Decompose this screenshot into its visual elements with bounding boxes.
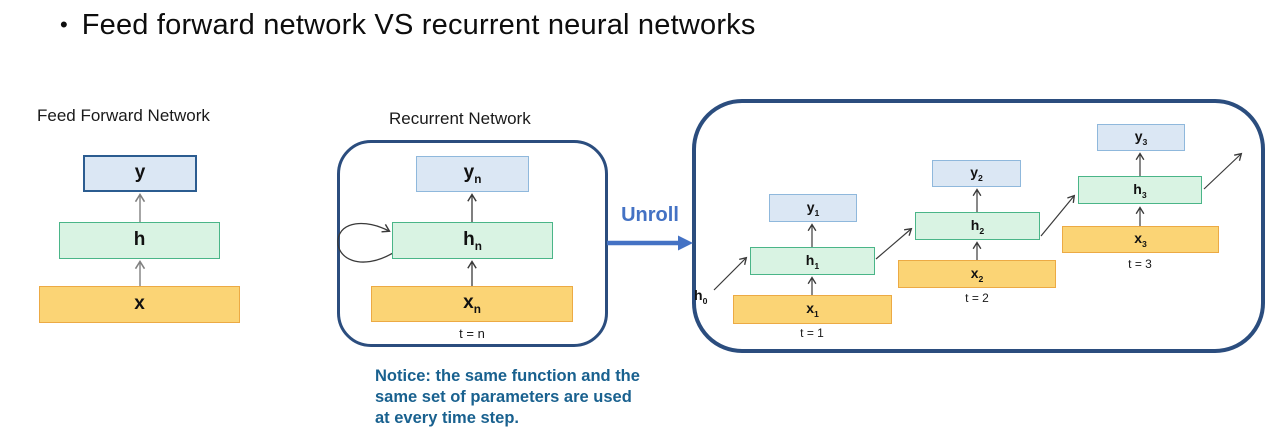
u-h0-label: h0 <box>694 287 708 306</box>
u-hidden-box-t1: h1 <box>750 247 875 275</box>
u-hidden-box-t2: h2 <box>915 212 1040 240</box>
u-output-box-t2: y2 <box>932 160 1021 187</box>
recurrent-diagram-title: Recurrent Network <box>389 109 531 128</box>
u-input-box-t3: x3 <box>1062 226 1219 253</box>
feedforward-diagram-title: Feed Forward Network <box>37 106 210 125</box>
u-input-label-t1: x1 <box>806 300 819 319</box>
u-input-box-t1: x1 <box>733 295 892 324</box>
ff-input-label: x <box>134 292 145 314</box>
ff-hidden-label: h <box>133 228 146 250</box>
u-hidden-label-t2: h2 <box>970 216 985 236</box>
u-arrow-h1-to-h2-icon <box>875 227 913 260</box>
u-input-label-t2: x2 <box>970 264 984 284</box>
rn-output-label: yn <box>463 162 482 186</box>
u-output-label-t2: y2 <box>970 164 983 183</box>
rn-hidden-box: hn <box>392 222 553 259</box>
unroll-arrow-icon <box>607 235 693 251</box>
ff-hidden-box: h <box>59 222 220 259</box>
rn-input-label: xn <box>463 292 481 316</box>
u-time-label-t1: t = 1 <box>800 326 824 340</box>
bullet-icon: • <box>60 12 68 37</box>
u-output-label-t1: y1 <box>806 198 820 218</box>
rn-input-box: xn <box>371 286 573 322</box>
unroll-label: Unroll <box>621 204 679 226</box>
notice-line-1: Notice: the same function and the <box>375 367 640 385</box>
u-input-box-t2: x2 <box>898 260 1056 288</box>
notice-line-3: at every time step. <box>375 409 519 427</box>
ff-input-box: x <box>39 286 240 323</box>
u-hidden-label-t3: h3 <box>1133 180 1147 200</box>
rn-output-box: yn <box>416 156 529 192</box>
rn-hidden-label: hn <box>463 228 482 253</box>
u-output-label-t3: y3 <box>1134 128 1148 147</box>
notice-line-2: same set of parameters are used <box>375 388 632 406</box>
unrolled-network-outline <box>692 99 1265 353</box>
ff-output-box: y <box>83 155 197 192</box>
notice-text: Notice: the same function and the same s… <box>375 366 640 429</box>
rn-self-loop-arrow-icon <box>337 222 394 263</box>
u-arrow-h0-to-h1-icon <box>713 256 748 291</box>
u-input-label-t3: x3 <box>1134 230 1147 249</box>
u-time-label-t2: t = 2 <box>965 291 989 305</box>
u-hidden-box-t3: h3 <box>1078 176 1202 204</box>
u-arrow-h2-to-h3-icon <box>1040 194 1076 237</box>
rn-time-label: t = n <box>459 326 485 341</box>
slide-title-text: Feed forward network VS recurrent neural… <box>81 9 756 41</box>
u-output-box-t1: y1 <box>769 194 857 222</box>
u-time-label-t3: t = 3 <box>1128 257 1152 271</box>
ff-output-label: y <box>134 161 146 183</box>
u-output-box-t3: y3 <box>1097 124 1185 151</box>
slide-title: • Feed forward network VS recurrent neur… <box>60 6 756 44</box>
u-arrow-h3-out-icon <box>1203 152 1243 190</box>
u-hidden-label-t1: h1 <box>805 251 820 271</box>
